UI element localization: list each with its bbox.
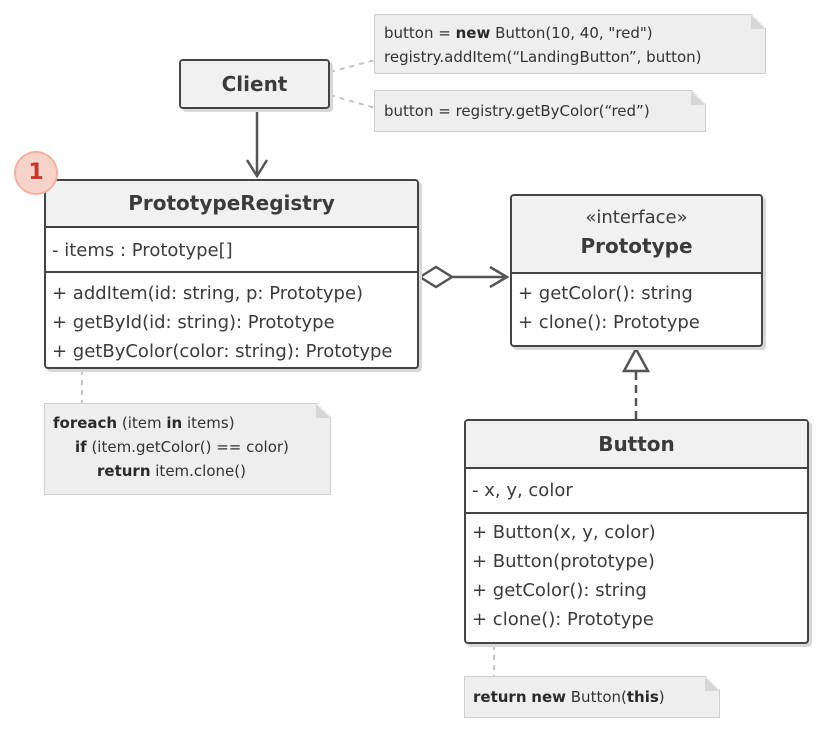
note-line: button = registry.getByColor(“red”) [384, 102, 650, 120]
method: + getById(id: string): Prototype [52, 312, 335, 333]
note-client-get: button = registry.getByColor(“red”) [374, 90, 706, 132]
note-line: button = new Button(10, 40, "red") [384, 24, 653, 42]
field: - x, y, color [472, 480, 573, 501]
aggregation-diamond [417, 265, 455, 289]
methods-section: + getColor(): string + clone(): Prototyp… [512, 272, 761, 337]
method: + getColor(): string [472, 580, 647, 601]
class-title: Button [466, 421, 807, 467]
step-number-badge: 1 [14, 151, 58, 195]
aggregation-arrowhead [489, 265, 510, 289]
client-class: Client [179, 59, 330, 109]
class-title: Prototype [580, 234, 693, 258]
note-client-create: button = new Button(10, 40, "red") regis… [374, 14, 766, 74]
methods-section: + addItem(id: string, p: Prototype) + ge… [46, 271, 417, 366]
class-title: Client [181, 61, 328, 107]
note-line: return item.clone() [97, 462, 246, 480]
note-connector-client-get [329, 94, 376, 109]
method: + getColor(): string [518, 283, 693, 304]
method: + clone(): Prototype [518, 312, 700, 333]
stereotype-label: «interface» [585, 207, 688, 228]
field: - items : Prototype[] [52, 240, 233, 261]
method: + Button(x, y, color) [472, 522, 656, 543]
note-line: return new Button(this) [473, 688, 665, 706]
realization-triangle [621, 346, 651, 373]
methods-section: + Button(x, y, color) + Button(prototype… [466, 512, 807, 634]
note-line: if (item.getColor() == color) [75, 438, 289, 456]
fields-section: - items : Prototype[] [46, 226, 417, 271]
note-button-clone: return new Button(this) [464, 676, 720, 718]
client-registry-arrowhead [245, 159, 269, 179]
prototype-interface: «interface» Prototype + getColor(): stri… [510, 194, 763, 347]
note-connector-client-create [329, 59, 376, 73]
fields-section: - x, y, color [466, 467, 807, 512]
method: + clone(): Prototype [472, 609, 654, 630]
interface-header: «interface» Prototype [512, 196, 761, 272]
method: + Button(prototype) [472, 551, 655, 572]
class-title: PrototypeRegistry [46, 181, 417, 226]
method: + getByColor(color: string): Prototype [52, 341, 393, 362]
prototype-registry-class: PrototypeRegistry - items : Prototype[] … [44, 179, 419, 369]
note-line: foreach (item in items) [53, 414, 235, 432]
button-class: Button - x, y, color + Button(x, y, colo… [464, 419, 809, 644]
note-registry-impl: foreach (item in items) if (item.getColo… [44, 403, 331, 495]
method: + addItem(id: string, p: Prototype) [52, 283, 364, 304]
note-line: registry.addItem(“LandingButton”, button… [384, 48, 702, 66]
